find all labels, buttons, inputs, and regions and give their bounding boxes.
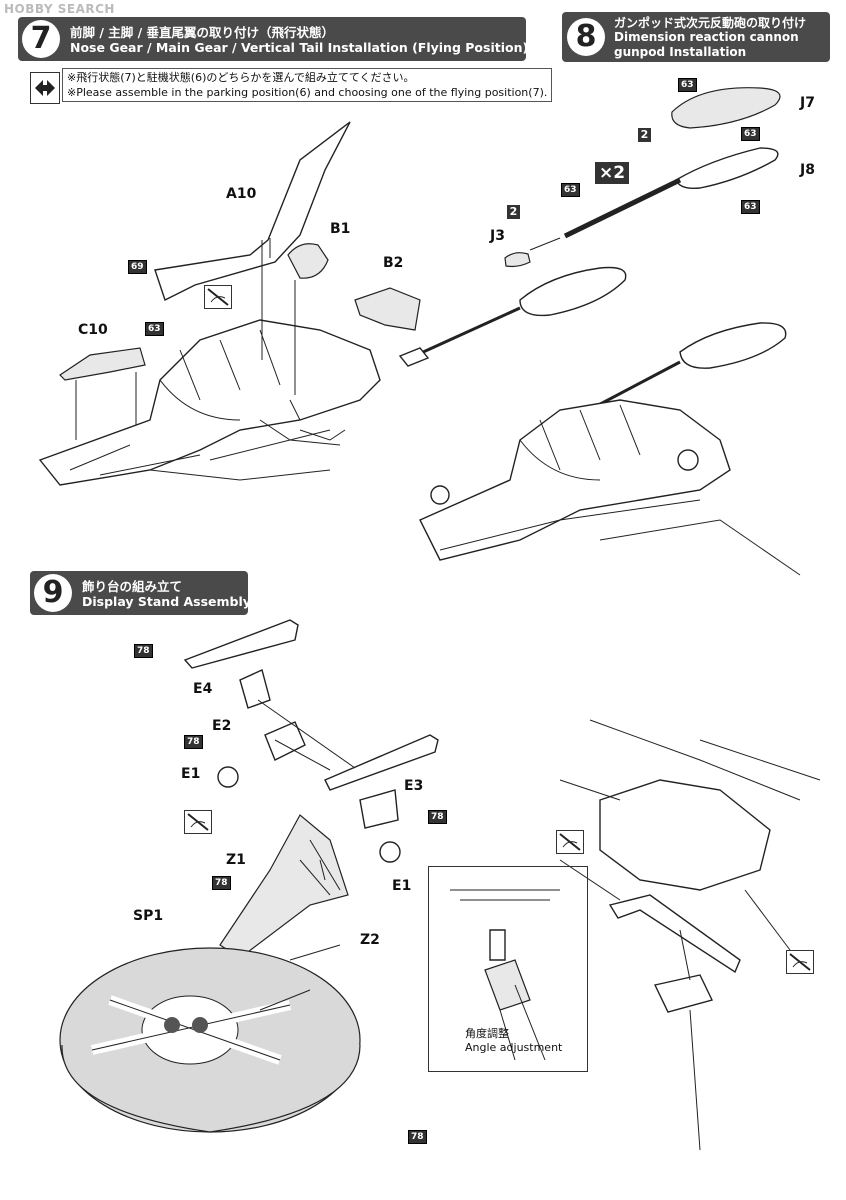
no-glue-icon xyxy=(184,810,212,834)
part-number-badge: 78 xyxy=(212,876,231,890)
step-number: 8 xyxy=(567,18,605,56)
part-label-b1: B1 xyxy=(330,221,351,237)
part-number-badge: 63 xyxy=(678,78,697,92)
quantity-badge: ×2 xyxy=(595,162,630,184)
part-number-badge: 78 xyxy=(428,810,447,824)
part-number-badge: 63 xyxy=(741,127,760,141)
part-label-sp1: SP1 xyxy=(133,908,164,924)
part-number-badge: 63 xyxy=(741,200,760,214)
part-label-j7: J7 xyxy=(800,95,815,111)
part-number-badge: 78 xyxy=(408,1130,427,1144)
step-title-en: Display Stand Assembly xyxy=(82,594,251,609)
step-7-header: 7 前脚 / 主脚 / 垂直尾翼の取り付け（飛行状態） Nose Gear / … xyxy=(18,17,529,61)
part-label-e1: E1 xyxy=(392,878,412,894)
step-title-jp: 飾り台の組み立て xyxy=(82,579,183,594)
step-title-en: Nose Gear / Main Gear / Vertical Tail In… xyxy=(70,40,529,55)
angle-adjustment-inset: 角度調整 Angle adjustment xyxy=(428,866,588,1072)
step-title-jp: ガンポッド式次元反動砲の取り付け xyxy=(614,16,807,30)
step-number: 9 xyxy=(34,574,72,612)
part-label-c10: C10 xyxy=(78,322,108,338)
step-title-en-2: gunpod Installation xyxy=(614,45,747,59)
part-number-badge: 78 xyxy=(184,735,203,749)
step-title-en-1: Dimension reaction cannon xyxy=(614,30,799,44)
part-number-badge: 2 xyxy=(638,128,651,142)
watermark: HOBBY SEARCH xyxy=(4,2,115,16)
inset-caption-en: Angle adjustment xyxy=(465,1041,563,1054)
part-number-badge: 78 xyxy=(134,644,153,658)
part-label-e1: E1 xyxy=(181,766,201,782)
part-label-j3: J3 xyxy=(490,228,505,244)
part-number-badge: 69 xyxy=(128,260,147,274)
part-number-badge: 63 xyxy=(145,322,164,336)
part-label-a10: A10 xyxy=(226,186,257,202)
note-en: ※Please assemble in the parking position… xyxy=(67,86,548,99)
no-glue-icon xyxy=(786,950,814,974)
part-number-badge: 63 xyxy=(561,183,580,197)
no-glue-icon xyxy=(556,830,584,854)
part-label-e4: E4 xyxy=(193,681,213,697)
part-label-b2: B2 xyxy=(383,255,404,271)
part-label-j8: J8 xyxy=(800,162,815,178)
step-8-header: 8 ガンポッド式次元反動砲の取り付け Dimension reaction ca… xyxy=(562,12,830,62)
double-arrow-icon xyxy=(30,72,60,104)
part-label-e2: E2 xyxy=(212,718,232,734)
part-label-e3: E3 xyxy=(404,778,424,794)
part-label-z2: Z2 xyxy=(360,932,380,948)
step-title-jp: 前脚 / 主脚 / 垂直尾翼の取り付け（飛行状態） xyxy=(70,25,335,40)
no-glue-icon xyxy=(204,285,232,309)
part-label-z1: Z1 xyxy=(226,852,246,868)
step-9-header: 9 飾り台の組み立て Display Stand Assembly xyxy=(30,571,251,615)
part-number-badge: 2 xyxy=(507,205,520,219)
note-jp: ※飛行状態(7)と駐機状態(6)のどちらかを選んで組み立ててください。 xyxy=(67,71,415,84)
assembly-note: ※飛行状態(7)と駐機状態(6)のどちらかを選んで組み立ててください。 ※Ple… xyxy=(62,68,553,102)
inset-caption-jp: 角度調整 xyxy=(465,1027,509,1040)
step-number: 7 xyxy=(22,20,60,58)
